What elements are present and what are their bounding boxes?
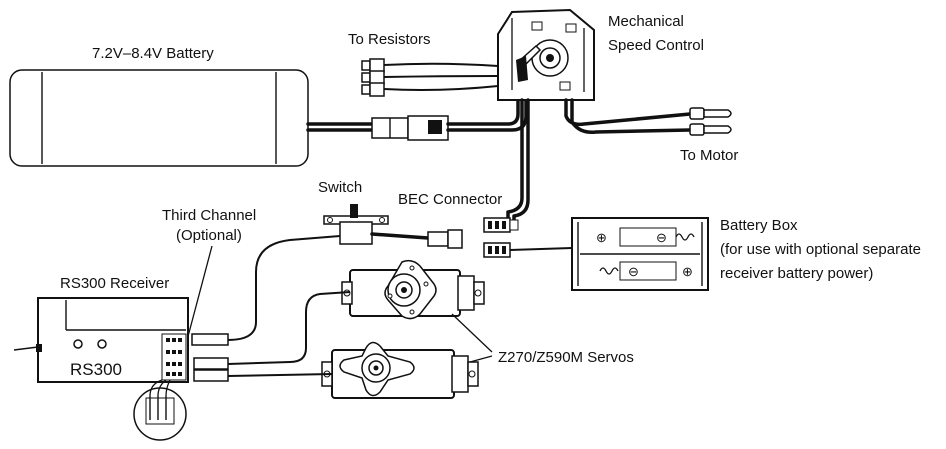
receiver-plug-inset: [133, 379, 187, 441]
rs300-receiver: [37, 297, 189, 383]
mechanical-label-line2: Speed Control: [608, 37, 704, 54]
switch-label: Switch: [318, 179, 362, 196]
bec-connector-label: BEC Connector: [398, 191, 502, 208]
servo-lower-wire: [193, 369, 333, 382]
bec-connector-plug: [483, 217, 519, 233]
main-battery: [9, 69, 309, 167]
mechanical-label-line1: Mechanical: [608, 13, 684, 30]
servo-lower: [321, 341, 479, 399]
rs300-receiver-label: RS300 Receiver: [60, 275, 169, 292]
battery-connector: [371, 115, 449, 141]
battery-box-minus-top: ⊖: [656, 230, 667, 245]
bec-lead: [506, 98, 530, 226]
motor-connectors: [689, 107, 732, 136]
receiver-antenna: [13, 344, 42, 352]
battery-box-minus-bottom: ⊖: [628, 264, 639, 279]
switch-to-bec-wire: [370, 229, 463, 249]
battery-box-lead: [483, 242, 573, 258]
resistor-connectors: [361, 58, 499, 97]
battery-wires: [306, 122, 374, 132]
third-channel-label-line2: (Optional): [176, 227, 242, 244]
battery-box-plus-bottom: ⊕: [682, 264, 693, 279]
battery-box-label-line2: (for use with optional separate: [720, 241, 921, 258]
servo-upper: [341, 259, 485, 320]
switch-to-receiver-wire: [227, 235, 341, 341]
mechanical-speed-control: [497, 8, 595, 101]
servo-upper-wire: [193, 291, 351, 370]
servo-leaders: [451, 313, 493, 363]
battery-box-label-line3: receiver battery power): [720, 265, 873, 282]
switch: [323, 204, 389, 245]
third-channel-leader: [185, 245, 213, 345]
servos-label: Z270/Z590M Servos: [498, 349, 634, 366]
esc-input-wires: [446, 98, 528, 132]
battery-box-plus-top: ⊕: [596, 230, 607, 245]
third-channel-label-line1: Third Channel: [162, 207, 256, 224]
rs300-case-label: RS300: [70, 360, 122, 379]
battery-box-label-line1: Battery Box: [720, 217, 798, 234]
battery-box: [571, 217, 709, 291]
motor-wires: [564, 98, 692, 135]
to-motor-label: To Motor: [680, 147, 738, 164]
switch-receiver-plug: [191, 333, 229, 346]
battery-label: 7.2V–8.4V Battery: [92, 45, 214, 62]
to-resistors-label: To Resistors: [348, 31, 431, 48]
